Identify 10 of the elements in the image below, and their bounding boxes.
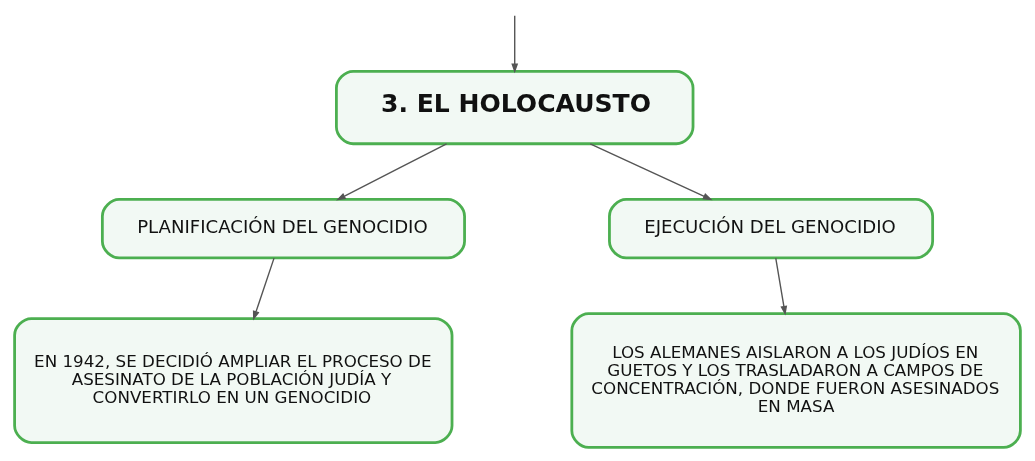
node-box: LOS ALEMANES AISLARON A LOS JUDÍOS EN GUETOS Y LOS TRASLADARON A CAMPOS DE CONCENTRACIÓN, DONDE FUERON ASESINADOS EN MASA (570, 311, 1022, 449)
arrow (252, 256, 275, 321)
arrow (775, 256, 788, 316)
node-box: PLANIFICACIÓN DEL GENOCIDIO (100, 197, 466, 259)
arrow (589, 142, 713, 200)
node-box: EN 1942, SE DECIDIÓ AMPLIAR EL PROCESO DE ASESINATO DE LA POBLACIÓN JUDÍA Y CONVERTIRLO EN UN GENOCIDIO (13, 316, 454, 444)
node-box: EJECUCIÓN DEL GENOCIDIO (608, 197, 935, 259)
arrow (336, 142, 448, 200)
arrow (511, 14, 519, 73)
node-box: 3. EL HOLOCAUSTO (335, 69, 695, 145)
